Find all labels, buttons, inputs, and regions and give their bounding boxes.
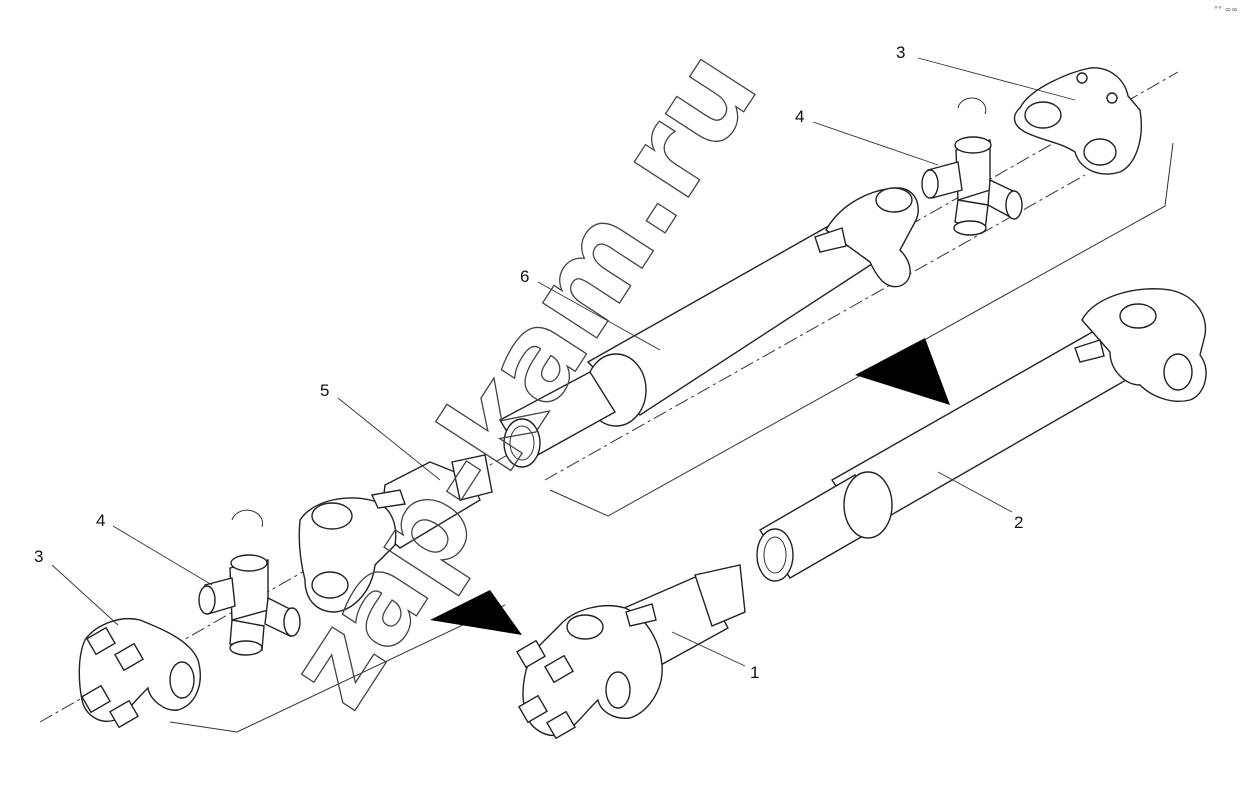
callout-3-top: 3 [896, 43, 905, 62]
leader-lines [51, 57, 1076, 667]
spline-yoke-5 [298, 454, 493, 613]
callout-1: 1 [750, 663, 759, 682]
arrow-upper [855, 338, 950, 405]
cross-spider-bottom [198, 509, 301, 656]
callout-3-bottom: 3 [34, 547, 43, 566]
callout-6: 6 [520, 267, 529, 286]
assembled-shaft-2 [756, 288, 1207, 582]
callout-4-top: 4 [795, 107, 804, 126]
flange-yoke-bottom [78, 618, 201, 729]
cross-spider-top [921, 97, 1023, 236]
callout-5: 5 [320, 381, 329, 400]
callout-4-bottom: 4 [96, 511, 105, 530]
assembly-arrows [430, 338, 950, 635]
callout-2: 2 [1014, 513, 1023, 532]
arrow-lower [430, 590, 522, 635]
flange-yoke-top [1013, 67, 1142, 175]
corner-mark: °° ∞∞ [1214, 5, 1238, 14]
callout-labels: 3 4 6 5 4 3 2 1 [34, 43, 1023, 682]
spline-shaft-with-yoke-1 [516, 564, 746, 740]
tube-with-yoke-6 [499, 187, 919, 468]
